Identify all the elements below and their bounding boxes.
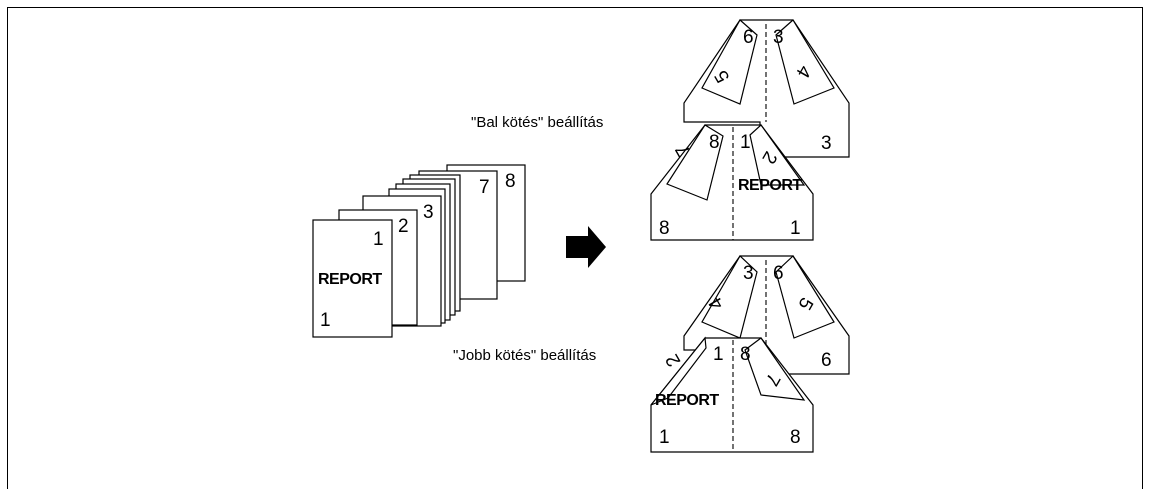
outer-right-bottom-number: 8 <box>790 427 801 448</box>
left-binding-inner-sheet: 5 6 3 4 3 <box>683 19 850 158</box>
stack-page-number: 2 <box>398 216 409 237</box>
stack-page-number: 7 <box>479 177 490 198</box>
cover-report-label: REPORT <box>318 271 382 288</box>
diagram-frame <box>7 7 1143 489</box>
outer-left-bottom-number: 8 <box>659 218 670 239</box>
right-binding-group: "Jobb kötés" beállítás 4 3 6 5 6 2 1 8 7… <box>453 255 850 453</box>
outer-right-top-number: 8 <box>740 344 751 365</box>
cover-top-number: 1 <box>373 229 384 250</box>
inner-right-bottom-number: 6 <box>821 350 832 371</box>
inner-left-top-number: 6 <box>743 27 754 48</box>
outer-report-label: REPORT <box>655 392 719 409</box>
inner-right-flap <box>775 255 835 339</box>
inner-left-flap <box>701 19 758 105</box>
stack-page-1 <box>312 219 393 338</box>
left-binding-caption: "Bal kötés" beállítás <box>471 114 603 131</box>
cover-page-number: 1 <box>320 310 331 331</box>
left-binding-group: "Bal kötés" beállítás 5 6 3 4 3 7 8 1 2 … <box>471 19 850 241</box>
right-binding-outer-sheet: 2 1 8 7 REPORT 1 8 <box>650 336 814 453</box>
inner-left-top-number: 3 <box>743 263 754 284</box>
outer-left-bottom-number: 1 <box>659 427 670 448</box>
right-binding-caption: "Jobb kötés" beállítás <box>453 347 596 364</box>
outer-right-flap <box>744 337 806 401</box>
stack-page-number: 8 <box>505 171 516 192</box>
outer-right-flap <box>749 124 806 186</box>
left-binding-outer-sheet: 7 8 1 2 REPORT 8 1 <box>650 124 814 241</box>
stack-page-number: 3 <box>423 202 434 223</box>
outer-left-flap <box>666 124 724 201</box>
outer-report-label: REPORT <box>738 177 802 194</box>
inner-right-bottom-number: 3 <box>821 133 832 154</box>
inner-right-top-number: 6 <box>773 263 784 284</box>
inner-right-top-number: 3 <box>773 27 784 48</box>
inner-right-flap <box>775 19 835 105</box>
outer-left-flap <box>650 336 707 406</box>
page-stack: 8 7 3 2 1 REPORT 1 <box>312 164 526 338</box>
right-arrow-icon <box>566 226 606 268</box>
outer-right-bottom-number: 1 <box>790 218 801 239</box>
outer-left-top-number: 8 <box>709 132 720 153</box>
outer-right-top-number: 1 <box>740 132 751 153</box>
outer-left-top-number: 1 <box>713 344 724 365</box>
